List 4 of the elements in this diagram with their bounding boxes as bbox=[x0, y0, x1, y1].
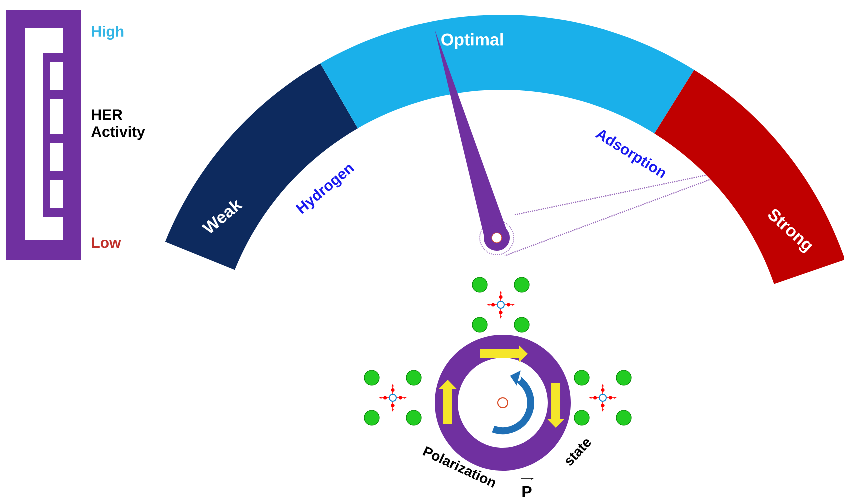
label-text: HER Activity bbox=[92, 110, 146, 140]
label-text: P bbox=[522, 486, 532, 498]
label-text: Low bbox=[92, 238, 122, 248]
label-text: High bbox=[92, 26, 124, 40]
